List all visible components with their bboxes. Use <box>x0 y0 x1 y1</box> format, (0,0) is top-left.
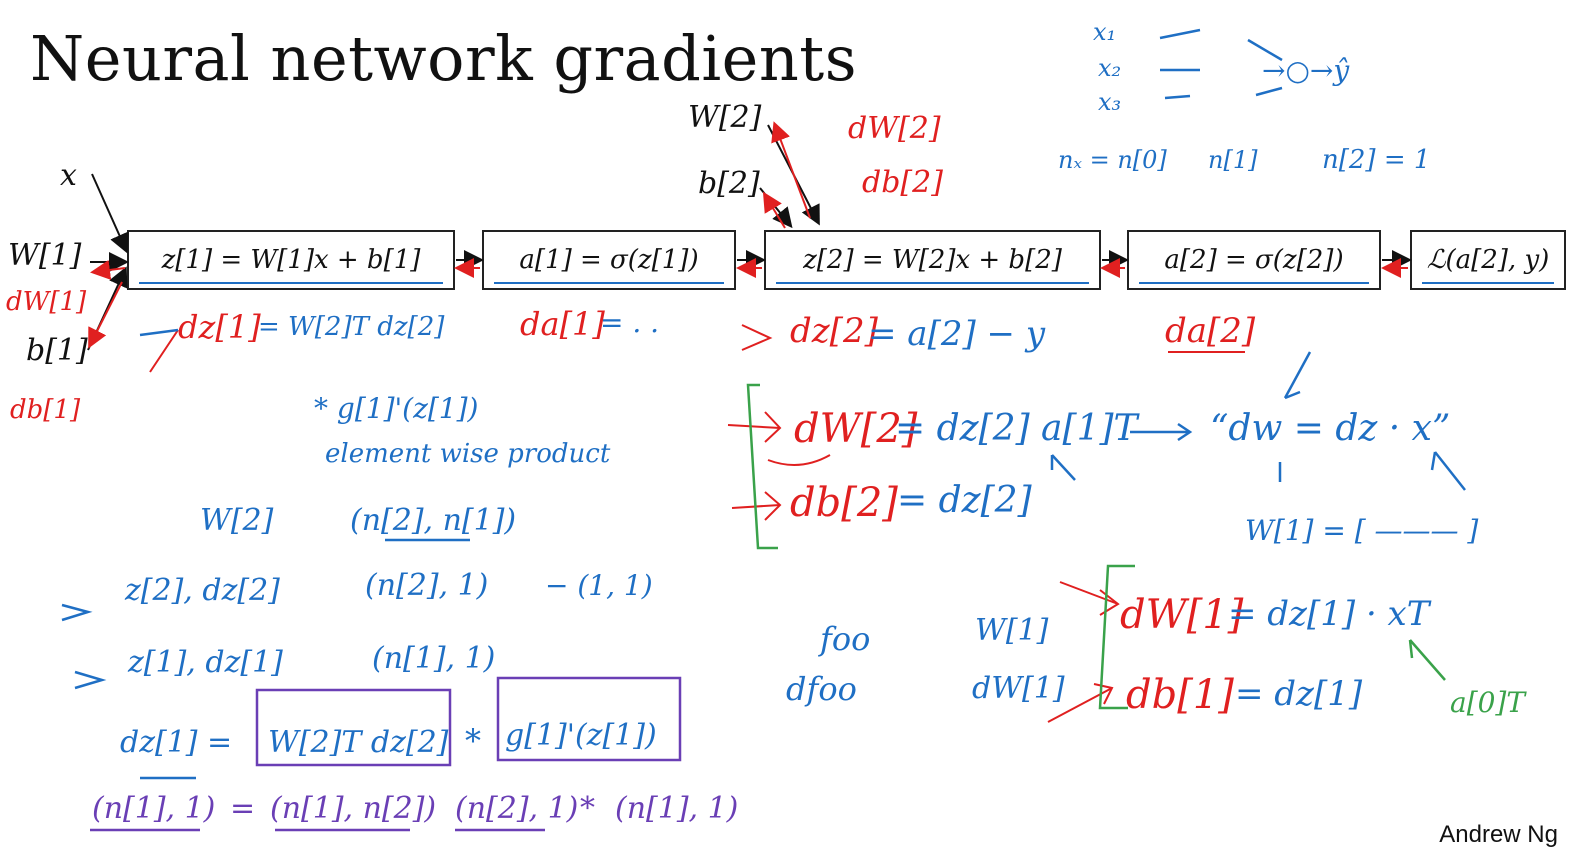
note-z2-shape: (n[2], 1) <box>365 568 488 603</box>
note-db2-rhs: = dz[2] <box>897 480 1033 521</box>
note-foo: foo <box>818 620 870 658</box>
note-a0T: a[0]T <box>1450 686 1527 719</box>
author-credit: Andrew Ng <box>1439 821 1558 848</box>
note-z2-one: − (1, 1) <box>545 569 653 602</box>
pipeline-label: a[2] = σ(z[2]) <box>1164 245 1344 275</box>
note-dW1: dW[1] <box>6 287 87 317</box>
note-w2-shape: (n[2], n[1]) <box>350 503 516 538</box>
note-x2: x₂ <box>1098 54 1121 82</box>
note-dz1-shape-lhs: (n[1], 1) <box>92 791 215 826</box>
note-w2-shape-label: W[2] <box>200 503 274 538</box>
note-z1-shape: (n[1], 1) <box>372 641 495 676</box>
pipeline-label: z[1] = W[1]x + b[1] <box>161 245 421 275</box>
note-dz2-rhs: = a[2] − y <box>868 314 1046 354</box>
pipeline-label: a[1] = σ(z[1]) <box>519 245 699 275</box>
note-dz1-full-lhs: dz[1] = <box>120 725 232 760</box>
pipeline-box-a2: a[2] = σ(z[2]) <box>1127 230 1381 290</box>
note-dz1: dz[1] <box>178 308 261 346</box>
note-dz2: dz[2] <box>790 311 879 351</box>
pipeline-label: z[2] = W[2]x + b[2] <box>803 245 1062 275</box>
input-W1: W[1] <box>8 238 82 273</box>
note-dW2: dW[2] <box>848 111 941 146</box>
note-x3: x₃ <box>1098 88 1121 116</box>
note-dz1-shape-w: (n[1], n[2]) <box>270 791 436 826</box>
input-b2: b[2] <box>698 166 760 201</box>
note-z1-row: z[1], dz[1] <box>127 645 283 680</box>
note-da1-rhs: = . . <box>600 306 659 339</box>
note-dz1-shape-g: (n[1], 1) <box>615 791 738 826</box>
note-dz1-shape-star: * <box>580 791 595 826</box>
note-w1-label: W[1] <box>975 613 1049 648</box>
note-db2: db[2] <box>862 165 943 200</box>
note-n1: n[1] <box>1208 146 1258 174</box>
note-w1-bracket: W[1] = [ ——— ] <box>1245 514 1478 547</box>
pipeline-box-z1: z[1] = W[1]x + b[1] <box>127 230 455 290</box>
note-dw1-label: dW[1] <box>972 671 1065 706</box>
note-dfoo: dfoo <box>786 670 857 708</box>
note-dz1-full-g: g[1]'(z[1]) <box>505 718 657 753</box>
note-gprime: * g[1]'(z[1]) <box>314 392 478 425</box>
note-n0: nₓ = n[0] <box>1058 146 1167 174</box>
note-dz1-shape-z: (n[2], 1) <box>455 791 578 826</box>
note-da1: da[1] <box>520 305 605 343</box>
note-dW1-rhs: = dz[1] · xT <box>1228 594 1432 634</box>
note-db1-low: db[1] <box>1126 672 1234 718</box>
note-dz1-rhs: = W[2]T dz[2] <box>258 312 445 342</box>
note-dW1-low: dW[1] <box>1120 592 1244 638</box>
note-elementwise: element wise product <box>325 439 611 469</box>
pipeline-box-z2: z[2] = W[2]x + b[2] <box>764 230 1101 290</box>
note-x1: x₁ <box>1093 18 1116 46</box>
note-n2: n[2] = 1 <box>1322 145 1430 175</box>
note-dW2-mid: dW[2] <box>794 406 918 452</box>
note-dz1-shape-eq: = <box>230 791 255 826</box>
note-db1: db[1] <box>10 395 81 425</box>
input-b1: b[1] <box>26 333 88 368</box>
input-W2: W[2] <box>688 100 762 135</box>
note-da2: da[2] <box>1165 311 1256 351</box>
pipeline-box-a1: a[1] = σ(z[1]) <box>482 230 736 290</box>
note-db2-mid: db[2] <box>790 480 898 526</box>
note-yhat: →○→ŷ <box>1262 54 1350 87</box>
note-dz1-full-star: * <box>465 722 481 760</box>
pipeline-label: ℒ(a[2], y) <box>1426 245 1550 275</box>
input-x: x <box>60 158 77 193</box>
note-z2-row: z[2], dz[2] <box>124 573 280 608</box>
note-dz1-full-w: W[2]T dz[2] <box>268 725 449 760</box>
slide-title: Neural network gradients <box>30 22 858 95</box>
note-dw-quote: “dw = dz · x” <box>1210 408 1450 449</box>
note-dW2-rhs: = dz[2] a[1]T <box>895 408 1141 449</box>
note-db1-rhs: = dz[1] <box>1235 674 1363 714</box>
